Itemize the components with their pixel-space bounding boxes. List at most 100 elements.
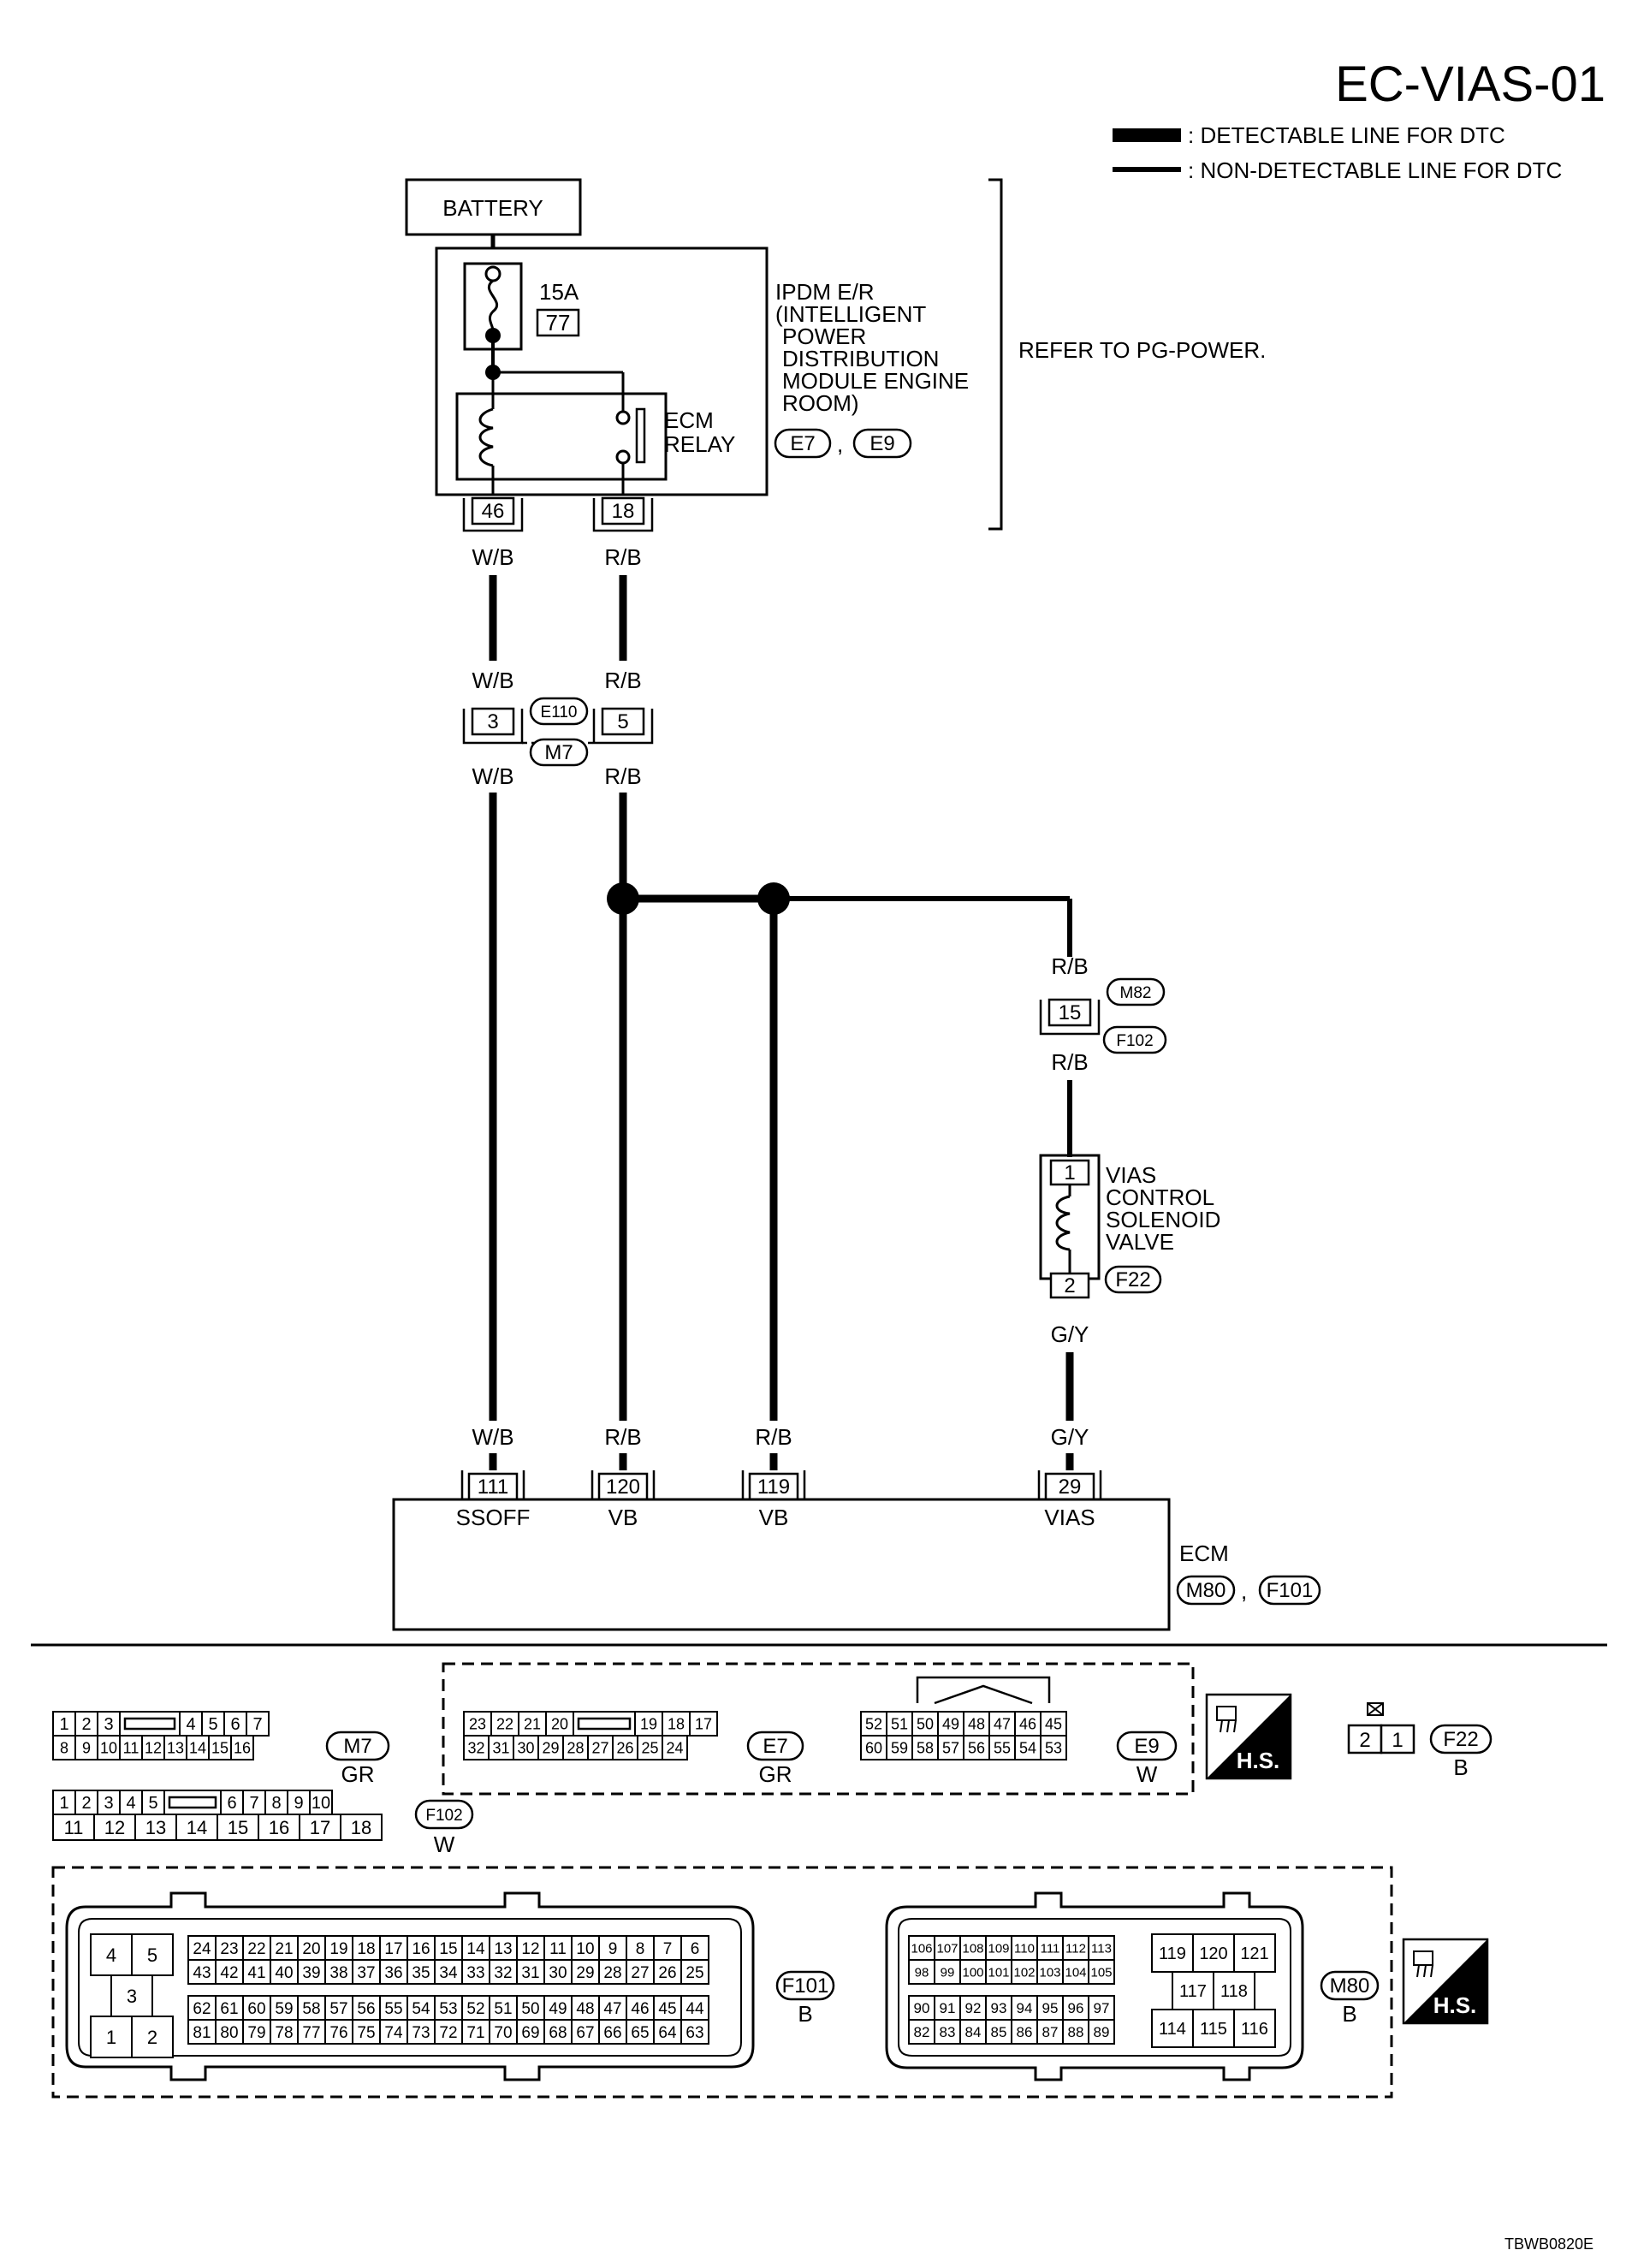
connector-tag-e7-view [746, 1731, 804, 1761]
pin-cell [680, 1959, 709, 1985]
pin-cell [1151, 2009, 1194, 2048]
pin-number: 5 [147, 1944, 157, 1966]
pin-number: 26 [658, 1964, 676, 1982]
pin-number: 57 [329, 2000, 347, 2018]
pin-number: 18 [351, 1817, 371, 1838]
pin-number: 12 [104, 1817, 125, 1838]
pin-number: 29 [576, 1964, 594, 1982]
connector-tag-f22-view [1429, 1724, 1493, 1754]
connector-tag-e9 [852, 428, 912, 459]
f22-view-color: B [1453, 1754, 1468, 1780]
e9-view-color: W [1137, 1761, 1158, 1787]
pin-number: 60 [247, 2000, 265, 2018]
pin-number: 1 [59, 1715, 68, 1734]
connector-key-icon [577, 1717, 632, 1731]
relay-label-1: ECM [664, 407, 714, 433]
pin-number: 44 [685, 2000, 704, 2018]
relay-coil-icon [478, 407, 494, 467]
e7-view-color: GR [759, 1761, 792, 1787]
pin-number: 15 [211, 1739, 228, 1756]
pin-number: 19 [329, 1940, 347, 1958]
pin-number: 59 [275, 2000, 293, 2018]
refer-bracket [988, 178, 1003, 531]
pin-number: 32 [494, 1964, 512, 1982]
pin-number: 20 [302, 1940, 320, 1958]
pin-number: 43 [193, 1964, 211, 1982]
connector-tag-m80-view [1320, 1970, 1380, 2001]
pin-number: 79 [247, 2024, 265, 2042]
pin-number: 8 [636, 1940, 645, 1958]
pin-number: 5 [148, 1794, 157, 1813]
pin-cell [461, 1935, 490, 1961]
pin-number: 69 [521, 2024, 539, 2042]
pin-cell [297, 1935, 326, 1961]
pin-number: 28 [567, 1739, 584, 1756]
ipdm-name-3: POWER [782, 324, 866, 349]
pin-cell [911, 1711, 939, 1737]
pin-cell [662, 1735, 688, 1760]
pin-cell [324, 2019, 353, 2045]
joint-connector-e110: E110 [541, 704, 578, 721]
solenoid-connector: F22 [1115, 1268, 1150, 1291]
pin-number: 17 [695, 1715, 712, 1732]
pin-number: 70 [494, 2024, 512, 2042]
pin-cell [110, 1974, 153, 2017]
pin-number: 4 [186, 1715, 195, 1734]
pin-number: 88 [1068, 2024, 1084, 2040]
solenoid-name-1: VIAS [1106, 1162, 1156, 1188]
pin-number: 72 [439, 2024, 457, 2042]
m80-housing [885, 1891, 1304, 2081]
ipdm-connector-e7: E7 [790, 432, 815, 455]
pin-cell [543, 1959, 573, 1985]
pin-cell [463, 1735, 490, 1760]
m7-view-color: GR [341, 1761, 375, 1787]
pin-number: 30 [549, 1964, 567, 1982]
pin-cell [1233, 2009, 1276, 2048]
pin-cell [246, 1711, 270, 1737]
pin-number: 13 [494, 1940, 512, 1958]
pin-number: 31 [521, 1964, 539, 1982]
pin-number: 77 [302, 2024, 320, 2042]
fuse-number: 77 [546, 310, 571, 335]
pin-number: 51 [891, 1715, 908, 1732]
pin-number: 15 [439, 1940, 457, 1958]
pin-number: 21 [524, 1715, 541, 1732]
svg-text:2: 2 [1359, 1729, 1370, 1752]
pin-number: 29 [542, 1739, 559, 1756]
ecm-box [392, 1498, 1171, 1631]
pin-number: 57 [942, 1739, 959, 1756]
pin-number: 108 [962, 1941, 983, 1956]
pin-number: 94 [1017, 2000, 1033, 2016]
joint-connector-m7: M7 [544, 741, 573, 764]
pin-number: 74 [384, 2024, 403, 2042]
pin-number: 9 [608, 1940, 618, 1958]
pin-number: 66 [603, 2024, 621, 2042]
ipdm-name-2: (INTELLIGENT [775, 301, 926, 327]
pin-number: 111 [1041, 1941, 1060, 1956]
pin-number: 92 [965, 2000, 982, 2016]
pin-cell [463, 1711, 492, 1737]
fuse-rating: 15A [539, 279, 579, 305]
legend-non-detectable: : NON-DETECTABLE LINE FOR DTC [1188, 157, 1562, 183]
pin-cell [1040, 1711, 1067, 1737]
pin-number: 103 [1039, 1965, 1060, 1980]
pin-number: 86 [1017, 2024, 1033, 2040]
pin-number: 62 [193, 2000, 211, 2018]
pin-number: 109 [988, 1941, 1009, 1956]
svg-text:29: 29 [1059, 1475, 1082, 1499]
pin-number: 19 [640, 1715, 657, 1732]
pin-number: 73 [412, 2024, 430, 2042]
pin-number: 58 [302, 2000, 320, 2018]
pin-number: 63 [685, 2024, 703, 2042]
pin-number: 97 [1094, 2000, 1110, 2016]
svg-text:3: 3 [487, 710, 498, 733]
pin-cell [93, 1814, 136, 1841]
pin-number: 45 [658, 2000, 676, 2018]
ecm-pin-label-vb-120: VB [608, 1505, 638, 1530]
